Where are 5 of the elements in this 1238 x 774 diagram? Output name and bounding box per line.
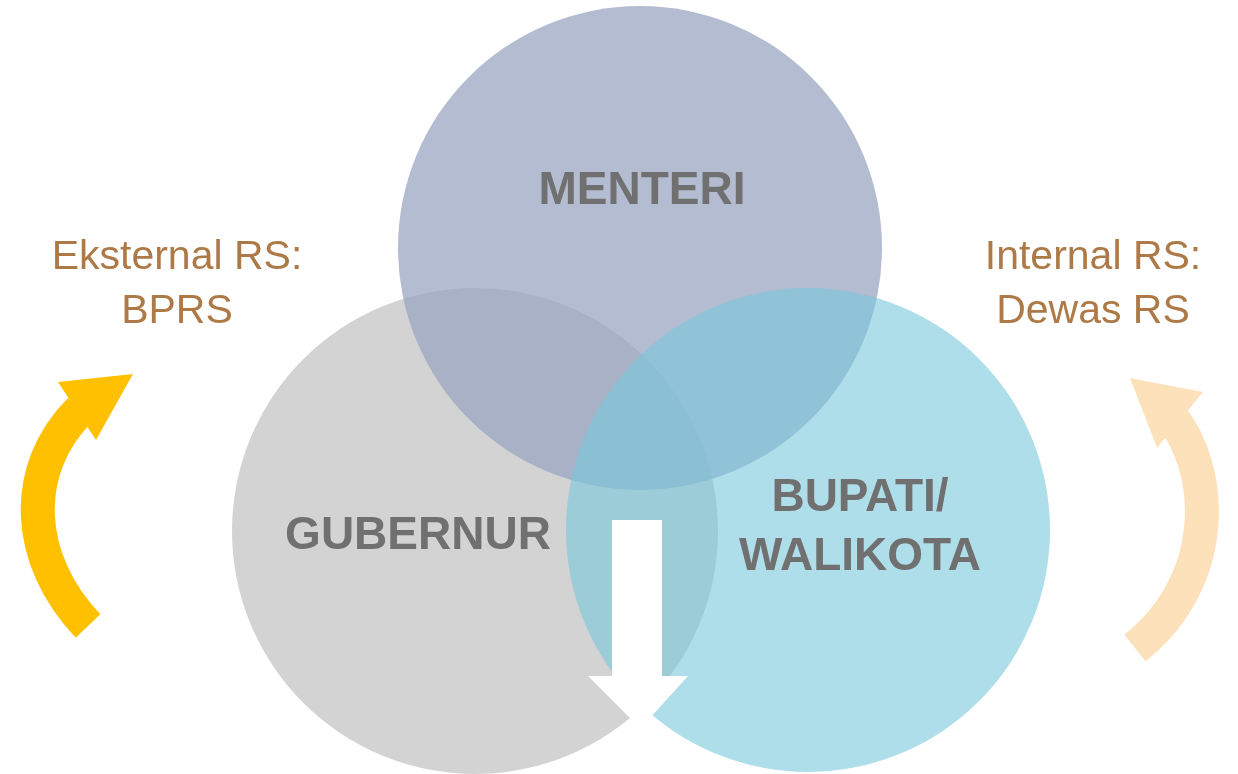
circle-label: MENTERI [537,160,747,216]
circle-label: BUPATI/ WALIKOTA [738,468,982,582]
side-label: Internal RS: Dewas RS [983,231,1203,335]
circle-label: GUBERNUR [284,505,552,561]
side-label: Eksternal RS: BPRS [50,231,304,335]
